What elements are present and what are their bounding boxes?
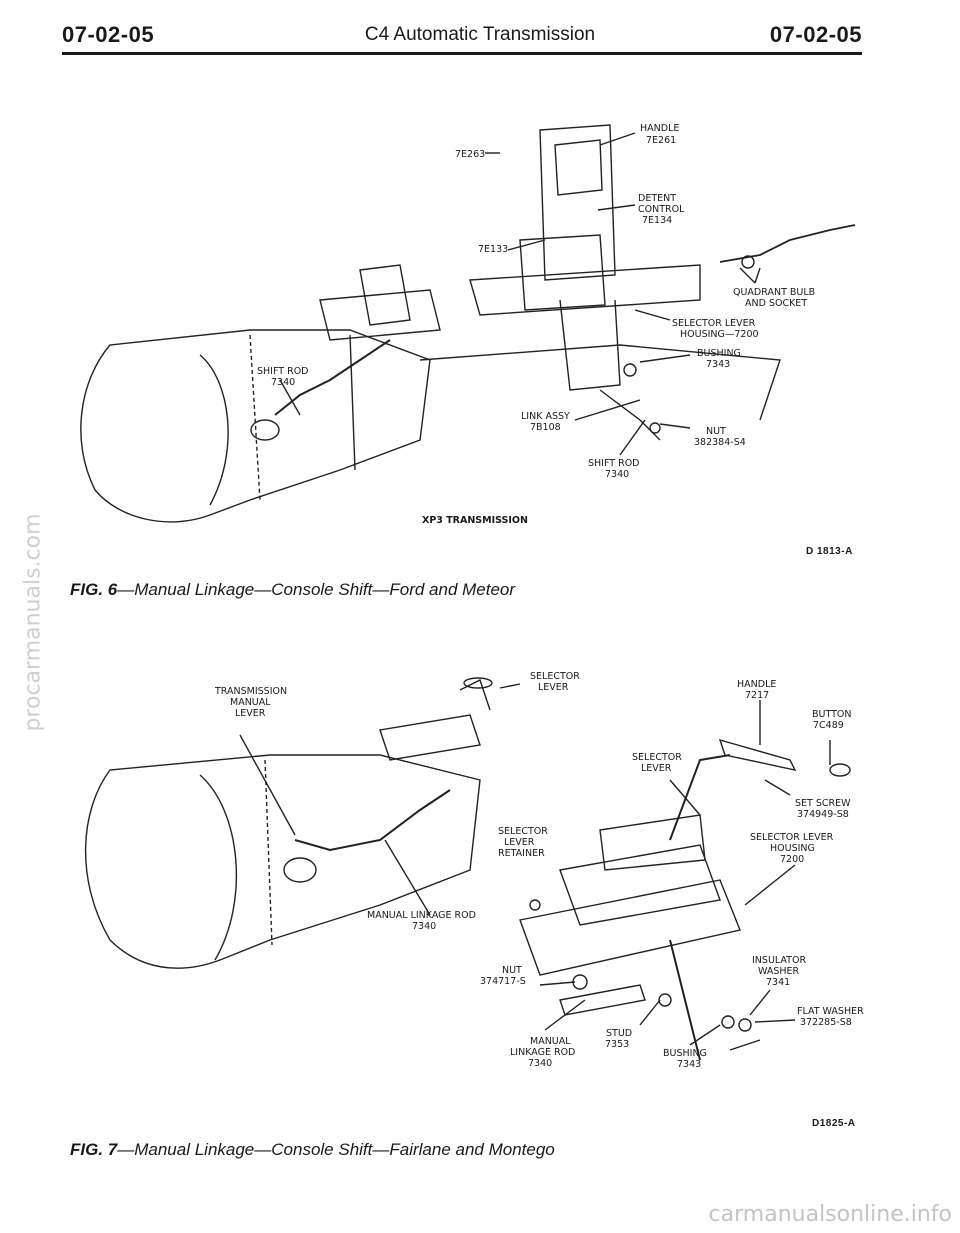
- figure-6-labels: 7E263 HANDLE 7E261 DETENT CONTROL 7E134 …: [257, 123, 815, 526]
- label-bushing-2: 7343: [706, 359, 730, 370]
- figure-6-number: FIG. 6: [70, 580, 118, 599]
- figure-6-caption-text: —Manual Linkage—Console Shift—Ford and M…: [117, 580, 516, 599]
- label-set-screw-1: SET SCREW: [795, 798, 851, 809]
- label-selector-housing-7200-3: 7200: [780, 854, 804, 865]
- label-bushing-1: BUSHING: [697, 348, 741, 359]
- label-selector-lever-mid-2: LEVER: [641, 763, 672, 774]
- figure-7-code: D1825-A: [812, 1118, 856, 1129]
- label-7e133: 7E133: [478, 244, 508, 255]
- label-retainer-3: RETAINER: [498, 848, 545, 859]
- figure-7-drawing: [84, 677, 851, 1061]
- label-trans-lever-2: MANUAL: [230, 697, 271, 708]
- label-link-assy-2: 7B108: [530, 422, 561, 433]
- figure-7-labels: TRANSMISSION MANUAL LEVER SELECTOR LEVER…: [214, 671, 864, 1070]
- label-7e263: 7E263: [455, 149, 485, 160]
- label-retainer-1: SELECTOR: [498, 826, 548, 837]
- page-number-right: 07-02-05: [769, 22, 862, 47]
- label-quadrant-2: AND SOCKET: [745, 298, 807, 309]
- label-selector-housing-7200-2: HOUSING: [770, 843, 815, 854]
- label-shift-rod-bottom-1: SHIFT ROD: [588, 458, 640, 469]
- header-rule: [62, 52, 862, 55]
- label-selector-lever-top-2: LEVER: [538, 682, 569, 693]
- label-handle-7217-1: HANDLE: [737, 679, 776, 690]
- label-manual-rod-bottom-1: MANUAL: [530, 1036, 571, 1047]
- label-shift-rod-left-2: 7340: [271, 377, 295, 388]
- label-nut-1: NUT: [706, 426, 726, 437]
- bottom-watermark: carmanualsonline.info: [708, 1202, 952, 1227]
- label-manual-rod-bottom-2: LINKAGE ROD: [510, 1047, 575, 1058]
- label-handle-2: 7E261: [646, 135, 676, 146]
- label-trans-lever-1: TRANSMISSION: [214, 686, 287, 697]
- figure-6-drawing: [80, 124, 856, 523]
- label-insulator-1: INSULATOR: [752, 955, 806, 966]
- label-manual-linkage-rod-1: MANUAL LINKAGE ROD: [367, 910, 476, 921]
- label-handle-7217-2: 7217: [745, 690, 769, 701]
- label-bushing-7343-2: 7343: [677, 1059, 701, 1070]
- label-shift-rod-left-1: SHIFT ROD: [257, 366, 309, 377]
- label-selector-lever-mid-1: SELECTOR: [632, 752, 682, 763]
- figure-7-number: FIG. 7: [70, 1140, 118, 1159]
- label-nut-374717-2: 374717-S: [480, 976, 526, 987]
- label-shift-rod-bottom-2: 7340: [605, 469, 629, 480]
- label-button-1: BUTTON: [812, 709, 852, 720]
- side-watermark: procarmanuals.com: [20, 513, 46, 732]
- figure-7-caption-text: —Manual Linkage—Console Shift—Fairlane a…: [117, 1140, 555, 1159]
- label-detent-2: CONTROL: [638, 204, 685, 215]
- label-nut-374717-1: NUT: [502, 965, 522, 976]
- label-manual-rod-bottom-3: 7340: [528, 1058, 552, 1069]
- label-flat-washer-2: 372285-S8: [800, 1017, 852, 1028]
- label-selector-housing-7200-1: SELECTOR LEVER: [750, 832, 834, 843]
- label-retainer-2: LEVER: [504, 837, 535, 848]
- label-detent-3: 7E134: [642, 215, 672, 226]
- label-insulator-2: WASHER: [758, 966, 800, 977]
- label-quadrant-1: QUADRANT BULB: [733, 287, 815, 298]
- page-title: C4 Automatic Transmission: [364, 24, 596, 45]
- figure-6-caption: FIG. 6—Manual Linkage—Console Shift—Ford…: [70, 580, 515, 600]
- label-bushing-7343-1: BUSHING: [663, 1048, 707, 1059]
- figure-6-code: D 1813-A: [806, 546, 853, 557]
- label-button-2: 7C489: [813, 720, 844, 731]
- label-nut-2: 382384-S4: [694, 437, 746, 448]
- label-flat-washer-1: FLAT WASHER: [797, 1006, 864, 1017]
- label-selector-housing-1: SELECTOR LEVER: [672, 318, 756, 329]
- label-selector-lever-top-1: SELECTOR: [530, 671, 580, 682]
- label-set-screw-2: 374949-S8: [797, 809, 849, 820]
- label-handle-1: HANDLE: [640, 123, 679, 134]
- label-manual-linkage-rod-2: 7340: [412, 921, 436, 932]
- label-link-assy-1: LINK ASSY: [521, 411, 570, 422]
- label-stud-2: 7353: [605, 1039, 629, 1050]
- label-trans-lever-3: LEVER: [235, 708, 266, 719]
- label-stud-1: STUD: [606, 1028, 632, 1039]
- label-selector-housing-2: HOUSING—7200: [680, 329, 759, 340]
- label-insulator-3: 7341: [766, 977, 790, 988]
- page-number-left: 07-02-05: [62, 22, 155, 47]
- label-detent-1: DETENT: [638, 193, 676, 204]
- figure-7-caption: FIG. 7—Manual Linkage—Console Shift—Fair…: [70, 1140, 555, 1160]
- label-xp3-transmission: XP3 TRANSMISSION: [422, 515, 528, 526]
